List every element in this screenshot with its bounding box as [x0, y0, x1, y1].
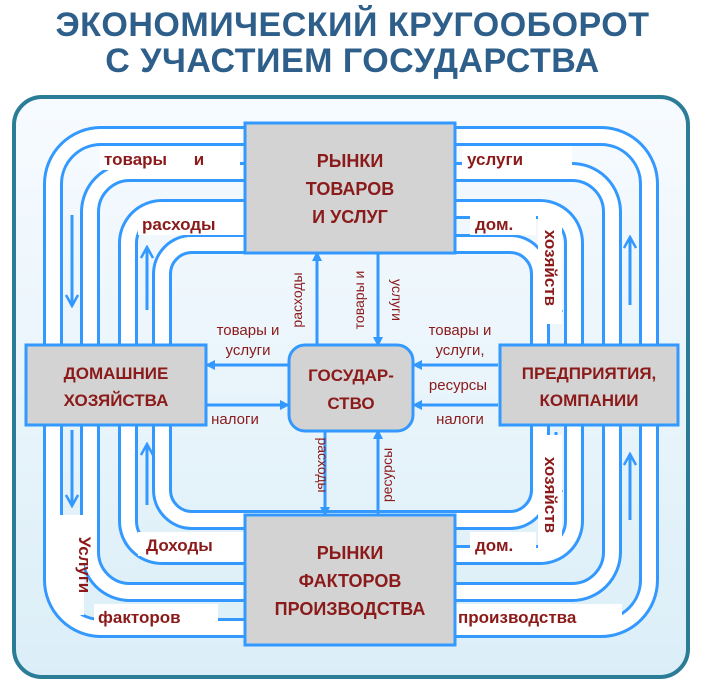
households-line-1: ДОМАШНИЕ [64, 364, 169, 383]
factor-market-box: РЫНКИ ФАКТОРОВ ПРОИЗВОДСТВА [243, 513, 457, 647]
label-gov-expenses-down: расходы [315, 437, 331, 492]
label-gov-services: услуги [389, 279, 405, 321]
government-line-1: ГОСУДАР- [308, 366, 394, 385]
government-line-2: СТВО [327, 394, 374, 413]
label-hh-taxes: налоги [211, 411, 259, 428]
label-firm-taxes: налоги [436, 411, 484, 428]
goods-market-line-2: ТОВАРОВ [306, 179, 394, 199]
title-line-1: ЭКОНОМИЧЕСКИЙ КРУГООБОРОТ [55, 6, 650, 44]
label-households-right-bottom: хозяйств [541, 457, 560, 533]
label-services: услуги [467, 150, 523, 169]
factor-market-line-3: ПРОИЗВОДСТВА [275, 599, 426, 619]
label-firm-to-gov-3: ресурсы [429, 377, 487, 394]
label-expenses: расходы [142, 215, 216, 234]
label-households-right-top: хозяйств [541, 230, 560, 306]
firms-box: ПРЕДПРИЯТИЯ, КОМПАНИИ [498, 343, 680, 427]
label-dom-top: дом. [475, 215, 513, 234]
goods-market-line-1: РЫНКИ [317, 151, 384, 171]
label-gov-resources: ресурсы [379, 448, 395, 502]
factor-market-line-2: ФАКТОРОВ [299, 571, 402, 591]
label-firm-to-gov-1: товары и [429, 322, 492, 339]
label-gov-expenses-up: расходы [289, 272, 305, 327]
firms-line-2: КОМПАНИИ [540, 391, 639, 410]
households-line-2: ХОЗЯЙСТВА [64, 391, 169, 410]
label-factors: факторов [98, 608, 181, 627]
firms-line-1: ПРЕДПРИЯТИЯ, [522, 364, 657, 383]
label-firm-to-gov-2: услуги, [435, 342, 484, 359]
label-gov-to-hh-2: услуги [226, 342, 271, 359]
label-production: производства [458, 608, 577, 627]
households-box: ДОМАШНИЕ ХОЗЯЙСТВА [24, 343, 208, 427]
label-income: Доходы [146, 536, 213, 555]
goods-market-line-3: И УСЛУГ [312, 207, 388, 227]
label-gov-goods: товары и [351, 271, 367, 330]
government-box: ГОСУДАР- СТВО [287, 343, 415, 433]
label-dom-bottom: дом. [475, 536, 513, 555]
label-services-left: Услуги [75, 537, 94, 594]
label-goods-and: товары и [104, 150, 204, 169]
label-gov-to-hh-1: товары и [217, 322, 280, 339]
goods-market-box: РЫНКИ ТОВАРОВ И УСЛУГ [243, 121, 457, 255]
factor-market-line-1: РЫНКИ [317, 543, 384, 563]
title-line-2: С УЧАСТИЕМ ГОСУДАРСТВА [105, 42, 600, 80]
